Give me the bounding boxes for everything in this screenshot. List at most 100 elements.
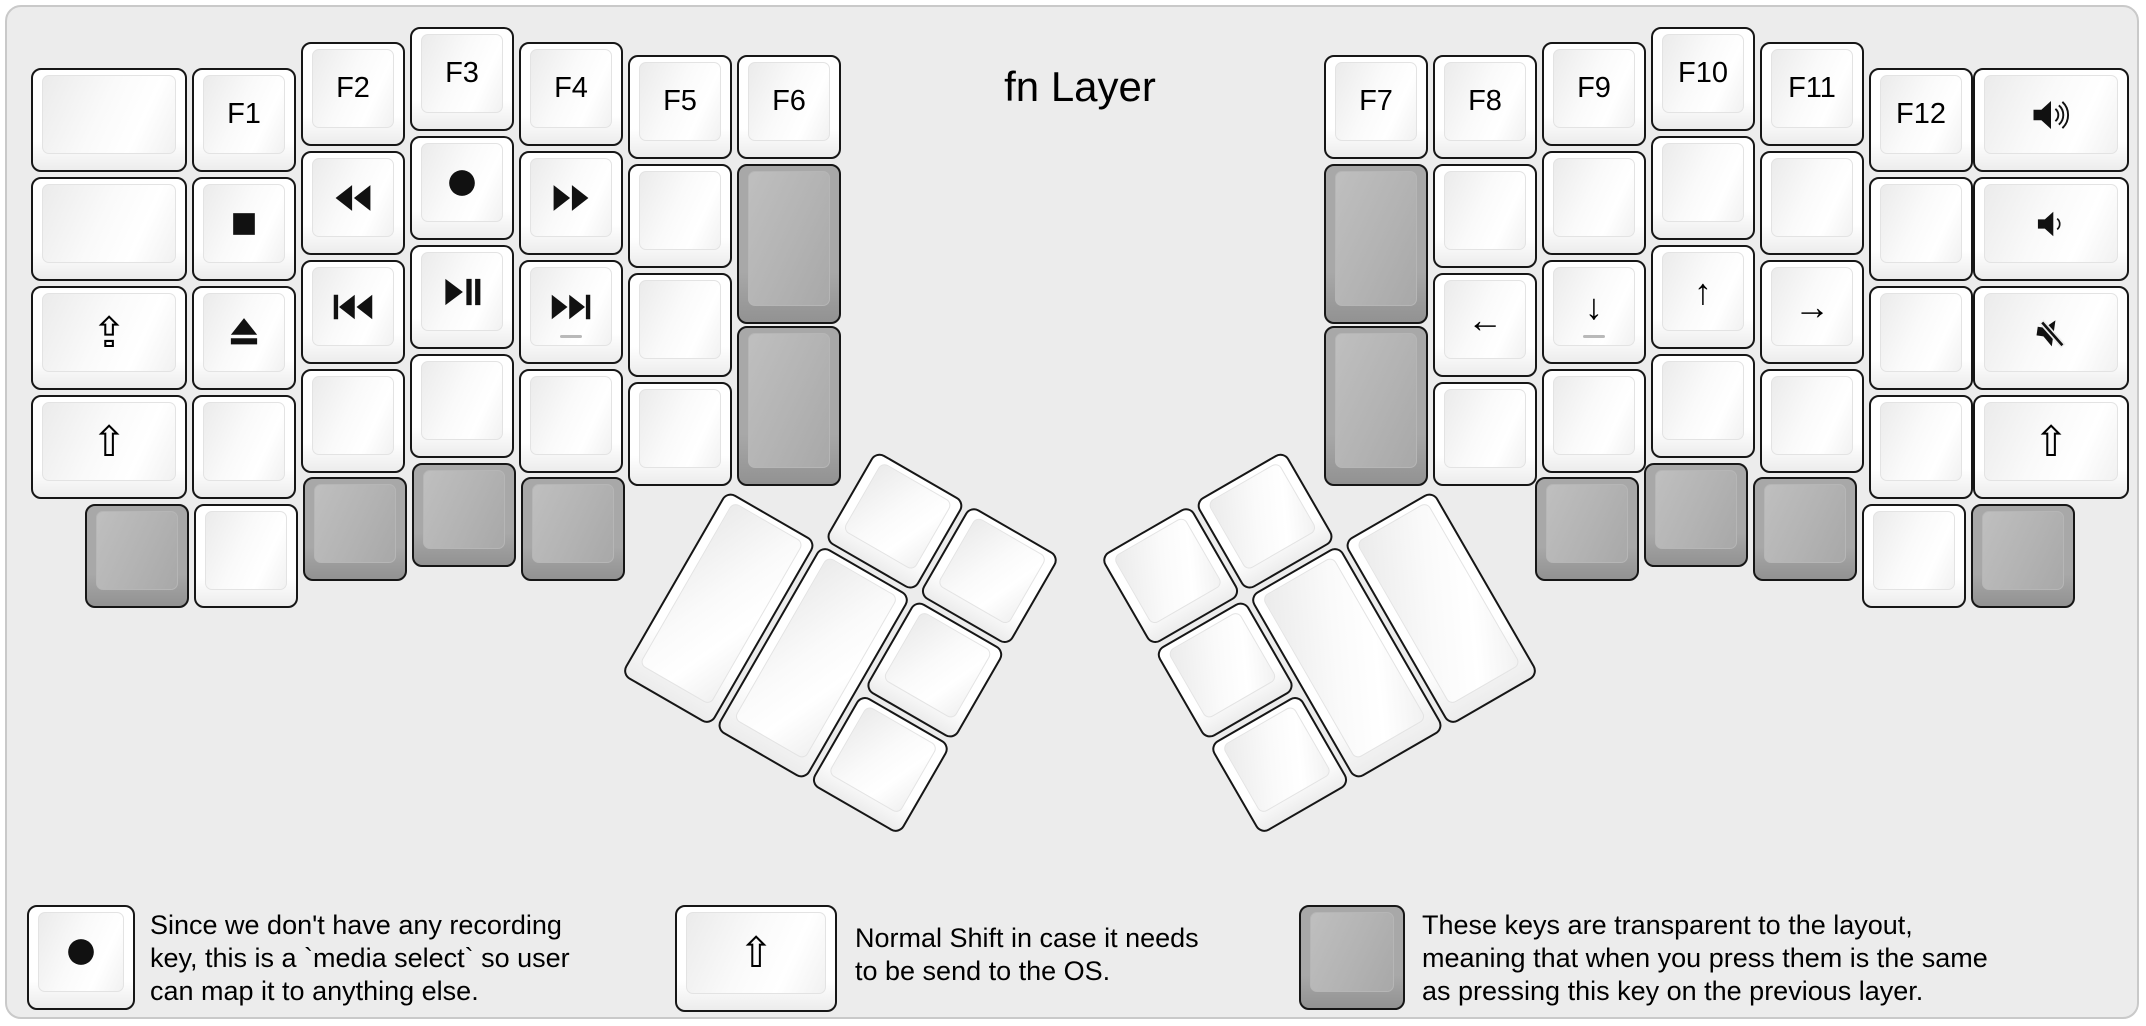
- key-f1[interactable]: F1: [192, 68, 296, 172]
- key-f5[interactable]: F5: [628, 55, 732, 159]
- key-up-arrow[interactable]: ↑: [1651, 245, 1755, 349]
- key-record[interactable]: [410, 136, 514, 240]
- key-volume-down[interactable]: [1973, 177, 2129, 281]
- keycap-top: [530, 158, 612, 237]
- key-left-arrow[interactable]: ←: [1433, 273, 1537, 377]
- keycap-top: F12: [1880, 75, 1962, 154]
- key-blank[interactable]: [1869, 395, 1973, 499]
- keycap-top: [1310, 912, 1394, 992]
- key-f11[interactable]: F11: [1760, 42, 1864, 146]
- key-right-arrow[interactable]: →: [1760, 260, 1864, 364]
- key-f12[interactable]: F12: [1869, 68, 1973, 172]
- key-blank[interactable]: [1542, 369, 1646, 473]
- key-eject[interactable]: [192, 286, 296, 390]
- key-fast-forward[interactable]: [519, 151, 623, 255]
- key-shift-right[interactable]: ⇧: [1973, 395, 2129, 499]
- key-blank[interactable]: [1542, 151, 1646, 255]
- keycap-top: [1112, 516, 1224, 626]
- key-transparent[interactable]: [412, 463, 516, 567]
- keycap-top: [1880, 293, 1962, 372]
- key-stop[interactable]: [192, 177, 296, 281]
- key-f3[interactable]: F3: [410, 27, 514, 131]
- key-transparent[interactable]: [521, 477, 625, 581]
- key-rewind[interactable]: [301, 151, 405, 255]
- key-f6[interactable]: F6: [737, 55, 841, 159]
- key-transparent[interactable]: [1753, 477, 1857, 581]
- key-blank[interactable]: [1760, 151, 1864, 255]
- key-transparent[interactable]: [1535, 477, 1639, 581]
- key-transparent[interactable]: [1971, 504, 2075, 608]
- legend-text-line: These keys are transparent to the layout…: [1422, 910, 1913, 940]
- key-caps-lock[interactable]: ⇪: [31, 286, 187, 390]
- key-f8[interactable]: F8: [1433, 55, 1537, 159]
- key-blank[interactable]: [628, 382, 732, 486]
- key-blank[interactable]: [410, 354, 514, 458]
- key-blank[interactable]: [628, 273, 732, 377]
- key-label: F11: [1788, 72, 1836, 104]
- keycap-top: →: [1771, 267, 1853, 346]
- keycap-top: [38, 912, 124, 992]
- key-blank[interactable]: [1433, 382, 1537, 486]
- keycap-top: [1662, 361, 1744, 440]
- key-label: F5: [663, 85, 697, 117]
- key-blank[interactable]: [301, 369, 405, 473]
- key-blank[interactable]: [1760, 369, 1864, 473]
- keycap-top: [530, 376, 612, 455]
- keycap-top: [639, 171, 721, 250]
- key-blank[interactable]: [1651, 354, 1755, 458]
- keycap-top: [1984, 75, 2118, 154]
- keycap-top: F8: [1444, 62, 1526, 141]
- keycap-top: [532, 484, 614, 563]
- key-prev-track[interactable]: [301, 260, 405, 364]
- key-transparent[interactable]: [303, 477, 407, 581]
- keycap-top: [203, 293, 285, 372]
- key-label: F6: [772, 85, 806, 117]
- key-blank[interactable]: [1869, 286, 1973, 390]
- key-blank[interactable]: [194, 504, 298, 608]
- key-label: F10: [1678, 57, 1728, 89]
- keycap-top: F7: [1335, 62, 1417, 141]
- key-blank[interactable]: [519, 369, 623, 473]
- key-blank[interactable]: [31, 68, 187, 172]
- keycap-top: [639, 280, 721, 359]
- mute-icon: [2030, 312, 2072, 354]
- key-down-arrow[interactable]: ↓: [1542, 260, 1646, 364]
- eject-icon: [223, 312, 265, 354]
- key-blank[interactable]: [1862, 504, 1966, 608]
- key-blank[interactable]: [628, 164, 732, 268]
- record-icon: [440, 161, 484, 205]
- key-transparent[interactable]: [85, 504, 189, 608]
- keycap-top: [1553, 158, 1635, 237]
- key-play-pause[interactable]: [410, 245, 514, 349]
- key-transparent[interactable]: [1324, 326, 1428, 486]
- key-next-track[interactable]: [519, 260, 623, 364]
- legend-record-key: [27, 905, 135, 1010]
- key-blank[interactable]: [192, 395, 296, 499]
- key-label: F2: [336, 72, 370, 104]
- key-blank[interactable]: [1651, 136, 1755, 240]
- legend-text-line: meaning that when you press them is the …: [1422, 943, 1988, 973]
- key-f10[interactable]: F10: [1651, 27, 1755, 131]
- key-blank[interactable]: [31, 177, 187, 281]
- key-volume-up[interactable]: [1973, 68, 2129, 172]
- key-mute[interactable]: [1973, 286, 2129, 390]
- key-transparent[interactable]: [737, 164, 841, 324]
- key-blank[interactable]: [1869, 177, 1973, 281]
- key-transparent[interactable]: [737, 326, 841, 486]
- keycap-top: [1546, 484, 1628, 563]
- key-transparent[interactable]: [1644, 463, 1748, 567]
- key-f4[interactable]: F4: [519, 42, 623, 146]
- key-shift-left[interactable]: ⇧: [31, 395, 187, 499]
- key-f9[interactable]: F9: [1542, 42, 1646, 146]
- key-f2[interactable]: F2: [301, 42, 405, 146]
- keycap-top: [530, 267, 612, 346]
- key-transparent[interactable]: [1324, 164, 1428, 324]
- key-f7[interactable]: F7: [1324, 55, 1428, 159]
- keycap-top: [1662, 143, 1744, 222]
- stop-icon: [224, 204, 264, 244]
- key-label: F1: [227, 98, 261, 130]
- key-blank[interactable]: [1433, 164, 1537, 268]
- key-label: F8: [1468, 85, 1502, 117]
- keycap-top: F10: [1662, 34, 1744, 113]
